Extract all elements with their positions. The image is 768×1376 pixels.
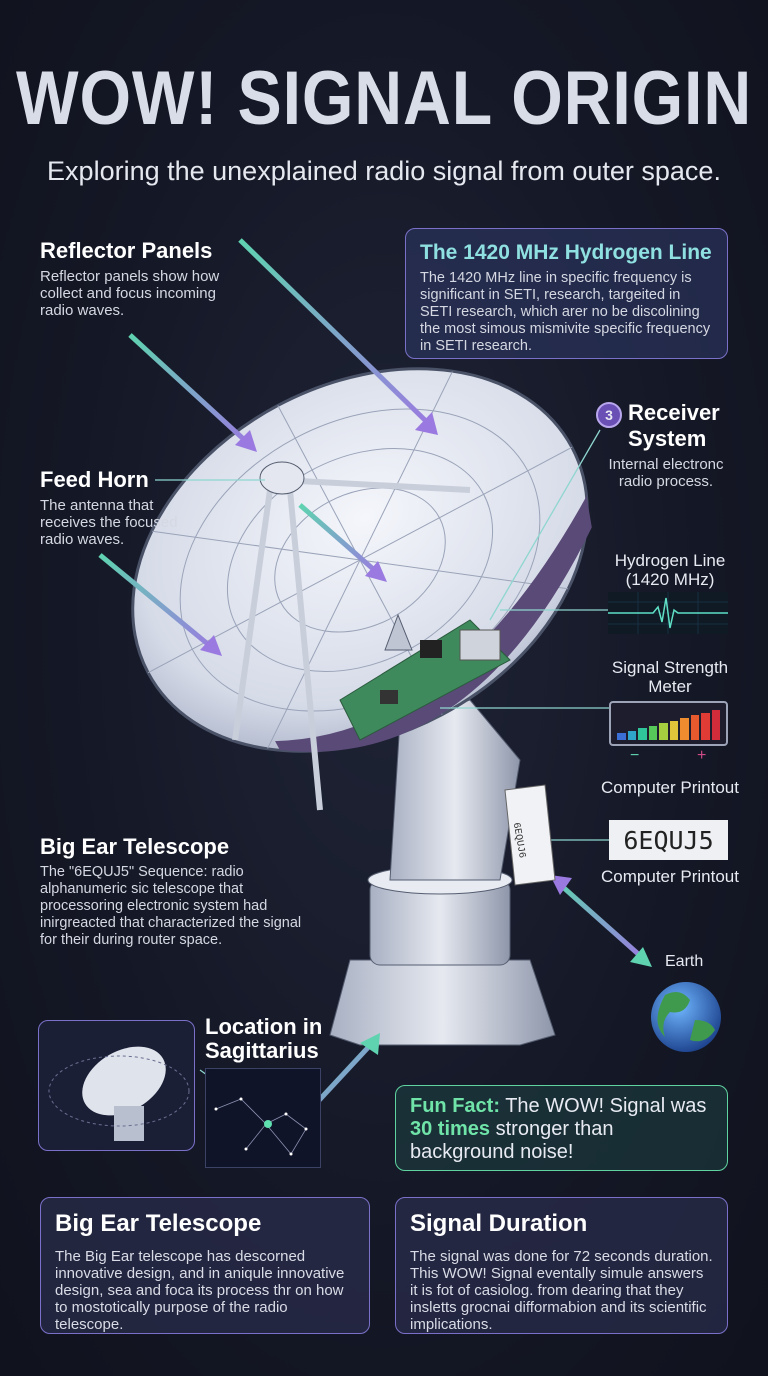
subtitle: Exploring the unexplained radio signal f… — [47, 156, 721, 186]
meter-minus: − — [630, 747, 640, 764]
telescope-inset — [38, 1020, 195, 1151]
receiver-electronics — [339, 619, 511, 741]
meter-bar — [669, 720, 678, 740]
arrow-heads — [200, 412, 652, 1055]
meter-plus: + — [697, 747, 707, 764]
reflector-panels-label: Reflector Panels Reflector panels show h… — [40, 238, 220, 319]
hydrogen-line-box: The 1420 MHz Hydrogen Line The 1420 MHz … — [405, 228, 728, 359]
hydrogen-line-label: Hydrogen Line (1420 MHz) — [614, 551, 726, 589]
meter-bar — [627, 730, 636, 740]
location-title: Location in Sagittarius — [205, 1014, 323, 1063]
card-signal-duration: Signal Duration The signal was done for … — [395, 1197, 728, 1334]
meter-bar — [701, 712, 710, 740]
feed-horn-shape — [259, 461, 305, 495]
feed-struts — [232, 477, 471, 811]
receiver-system-label: 3 Receiver System Internal electronc rad… — [596, 400, 736, 490]
meter-bar — [659, 723, 668, 740]
page-title: WOW! SIGNAL ORIGIN — [16, 56, 752, 141]
meter-bar — [690, 715, 699, 740]
feed-horn-label: Feed Horn The antenna that receives the … — [40, 467, 178, 548]
meter-bar — [711, 710, 720, 740]
sagittarius-star-map — [205, 1068, 321, 1168]
meter-bar — [680, 718, 689, 740]
waveform-display — [608, 592, 728, 634]
printout-paper — [504, 784, 556, 886]
meter-bar — [617, 733, 626, 740]
earth-label: Earth — [665, 953, 704, 970]
signal-arrows — [98, 238, 647, 1112]
meter-bar — [638, 728, 647, 740]
step-badge: 3 — [596, 402, 622, 428]
big-ear-label: Big Ear Telescope The "6EQUJ5" Sequence:… — [40, 834, 302, 948]
signal-strength-meter — [609, 701, 728, 746]
fun-fact-box: Fun Fact: The WOW! Signal was 30 times s… — [395, 1085, 728, 1171]
printout-code: 6EQUJ5 — [609, 820, 728, 860]
title-container: WOW! SIGNAL ORIGIN — [0, 56, 768, 142]
printout-label-top: Computer Printout — [601, 778, 739, 797]
signal-meter-label: Signal Strength Meter — [611, 658, 729, 696]
card-big-ear: Big Ear Telescope The Big Ear telescope … — [40, 1197, 370, 1334]
telescope-base — [329, 699, 556, 1046]
meter-bar — [648, 725, 657, 740]
printout-label-bottom: Computer Printout — [601, 867, 739, 886]
